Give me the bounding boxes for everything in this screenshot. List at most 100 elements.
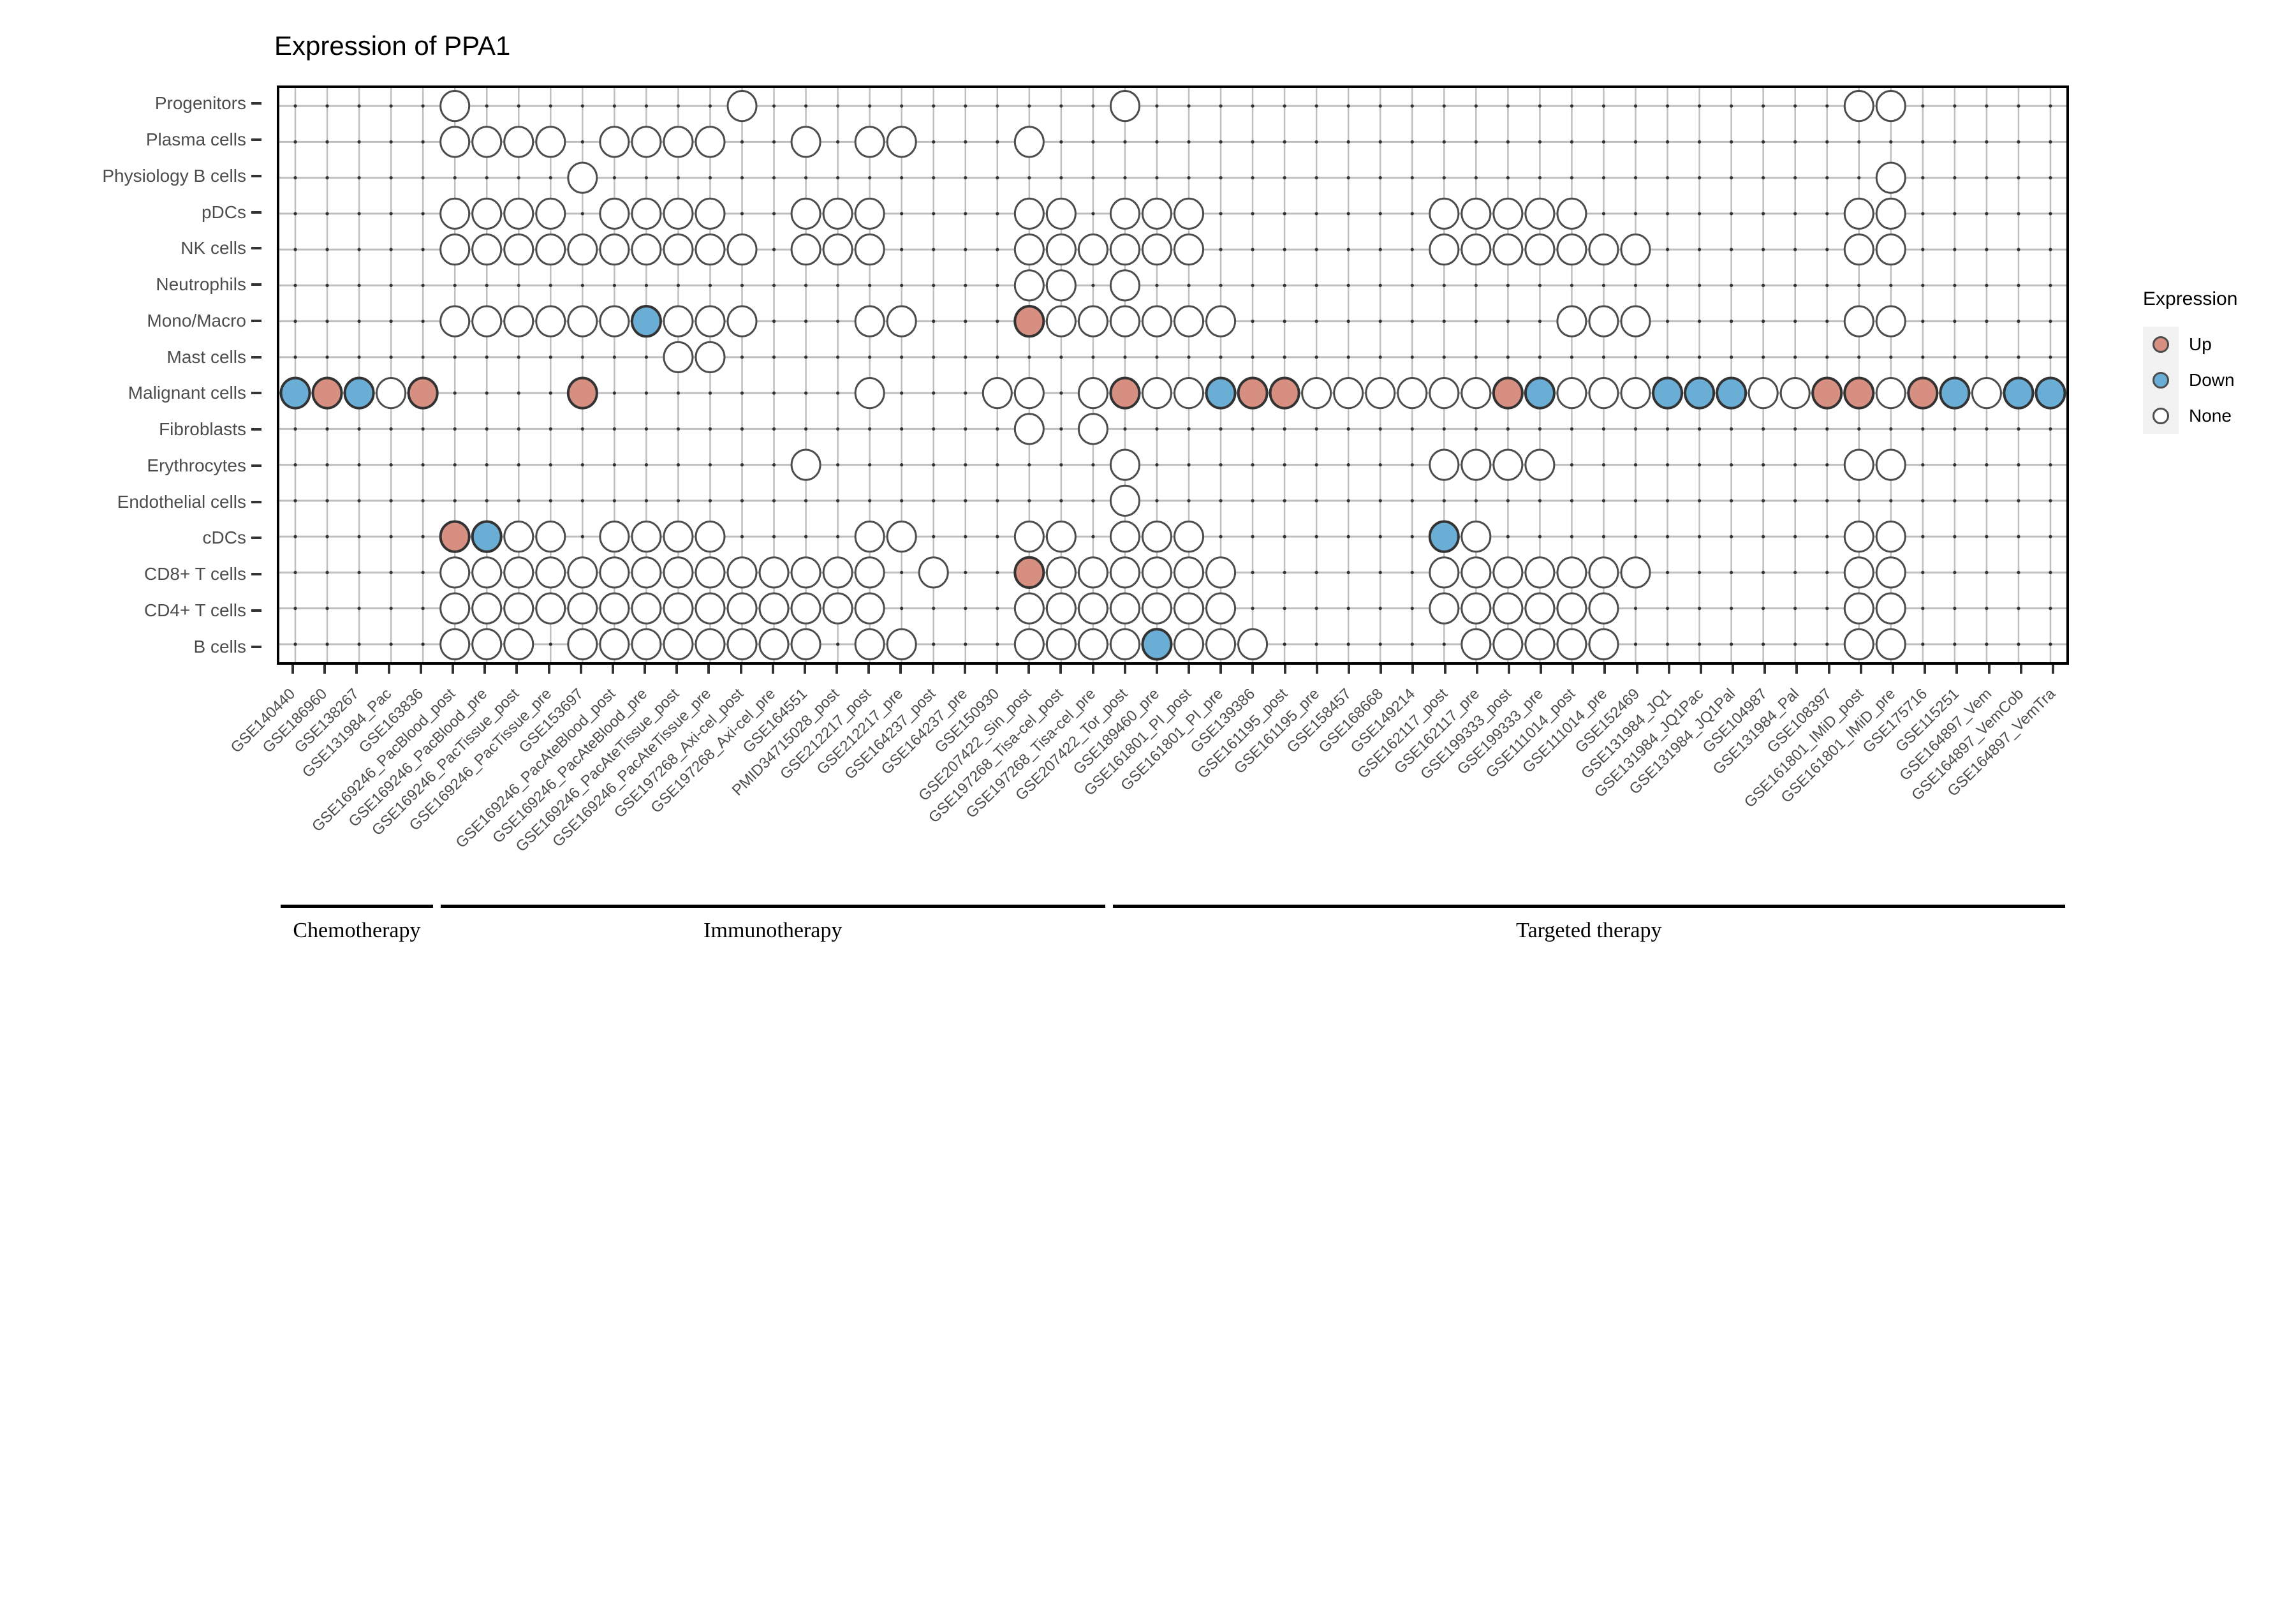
dot-cell (439, 197, 471, 230)
x-axis-label: GSE175716 (1859, 685, 1931, 757)
dot-cell (854, 233, 885, 266)
dot-cell (1748, 377, 1779, 410)
x-axis-label: GSE197268_Tisa-cel_post (925, 685, 1067, 827)
dot-cell (1588, 556, 1619, 589)
dot-cell (1620, 556, 1651, 589)
dot-cell (1875, 377, 1906, 410)
dot-cell (1461, 233, 1492, 266)
x-axis-label: GSE169246_PacAteBlood_pre (489, 685, 651, 847)
dot-cell (1843, 233, 1874, 266)
dot-cell (726, 305, 758, 337)
x-axis-tick (803, 665, 806, 674)
group-bracket (281, 905, 433, 908)
x-axis-label: GSE164237_post (841, 685, 939, 783)
dot-cell (1237, 628, 1269, 660)
x-axis-tick (1699, 665, 1702, 674)
dot-cell (1045, 305, 1077, 337)
dot-cell (1045, 628, 1077, 660)
dot-cell (726, 592, 758, 625)
dot-cell (1237, 376, 1269, 410)
dot-cell (822, 233, 853, 266)
legend-label: Up (2189, 334, 2212, 354)
dot-cell (599, 233, 630, 266)
dot-cell (1461, 377, 1492, 410)
y-axis-label: Progenitors (154, 93, 246, 114)
group-label: Immunotherapy (703, 919, 843, 942)
dot-cell (535, 233, 566, 266)
x-axis-tick (515, 665, 519, 674)
dot-cell (663, 305, 694, 337)
y-axis-tick (251, 609, 261, 612)
dot-cell (1524, 628, 1556, 660)
dot-cell (471, 197, 503, 230)
dot-cell (1843, 628, 1874, 660)
dot-cell (790, 628, 821, 660)
dot-cell (1843, 448, 1874, 481)
legend-item[interactable]: None (2143, 398, 2296, 434)
x-axis-label: GSE139386 (1188, 685, 1259, 757)
y-axis-tick (251, 355, 261, 359)
dot-cell (790, 448, 821, 481)
dot-cell (854, 377, 885, 410)
dot-cell (279, 376, 311, 410)
x-axis-tick (419, 665, 422, 674)
y-axis-label: CD4+ T cells (144, 600, 246, 620)
x-axis-tick (1540, 665, 1543, 674)
dot-cell (2003, 376, 2035, 410)
dot-cell (1365, 377, 1396, 410)
dot-cell (1397, 377, 1428, 410)
legend-label: None (2189, 406, 2232, 426)
dot-cell (1461, 592, 1492, 625)
dot-cell (439, 305, 471, 337)
dot-cell (1045, 197, 1077, 230)
dot-cell (535, 521, 566, 553)
x-axis-tick (1827, 665, 1830, 674)
dot-cell (1045, 592, 1077, 625)
legend-item[interactable]: Up (2143, 327, 2296, 362)
x-axis-label: GSE169246_PacBlood_pre (345, 685, 491, 831)
dot-cell (1524, 556, 1556, 589)
x-axis-label: GSE131984_JQ1Pal (1626, 685, 1739, 798)
x-axis-tick (1411, 665, 1415, 674)
dot-cell (1907, 376, 1939, 410)
x-axis-tick (707, 665, 710, 674)
dot-cell (1556, 556, 1587, 589)
x-axis-label: GSE164897_VemTra (1944, 685, 2059, 800)
dot-cell (503, 197, 534, 230)
dot-cell (1109, 628, 1140, 660)
x-axis-tick (1892, 665, 1895, 674)
dot-cell (1843, 305, 1874, 337)
legend-item[interactable]: Down (2143, 362, 2296, 398)
x-axis-label: GSE212217_pre (814, 685, 907, 778)
x-axis-tick (1603, 665, 1607, 674)
dot-cell (854, 126, 885, 158)
dot-cell (1875, 305, 1906, 337)
group-label: Targeted therapy (1516, 919, 1662, 942)
dot-cell (1013, 233, 1045, 266)
dot-cell (1205, 556, 1237, 589)
x-axis-label: GSE207422_Sin_post (915, 685, 1035, 805)
dot-cell (854, 305, 885, 337)
dot-cell (631, 126, 662, 158)
dot-cell (790, 556, 821, 589)
dot-cell (1141, 377, 1172, 410)
dot-cell (631, 197, 662, 230)
dot-cell (567, 628, 598, 660)
x-axis-label: GSE161801_IMiD_post (1740, 685, 1867, 811)
x-axis-label: GSE158457 (1283, 685, 1355, 757)
dot-cell (854, 556, 885, 589)
dot-cell (471, 233, 503, 266)
dot-cell (1875, 90, 1906, 122)
dot-cell (1429, 556, 1460, 589)
dot-cell (1620, 233, 1651, 266)
y-axis-tick (251, 283, 261, 286)
x-axis-label: GSE189460_pre (1070, 685, 1163, 778)
x-axis-label: GSE150930 (931, 685, 1003, 757)
dot-cell (1141, 197, 1172, 230)
dot-cell (567, 556, 598, 589)
dot-cell (599, 126, 630, 158)
dot-cell (631, 233, 662, 266)
x-axis-label: GSE199333_post (1417, 685, 1515, 783)
x-axis-tick (931, 665, 934, 674)
